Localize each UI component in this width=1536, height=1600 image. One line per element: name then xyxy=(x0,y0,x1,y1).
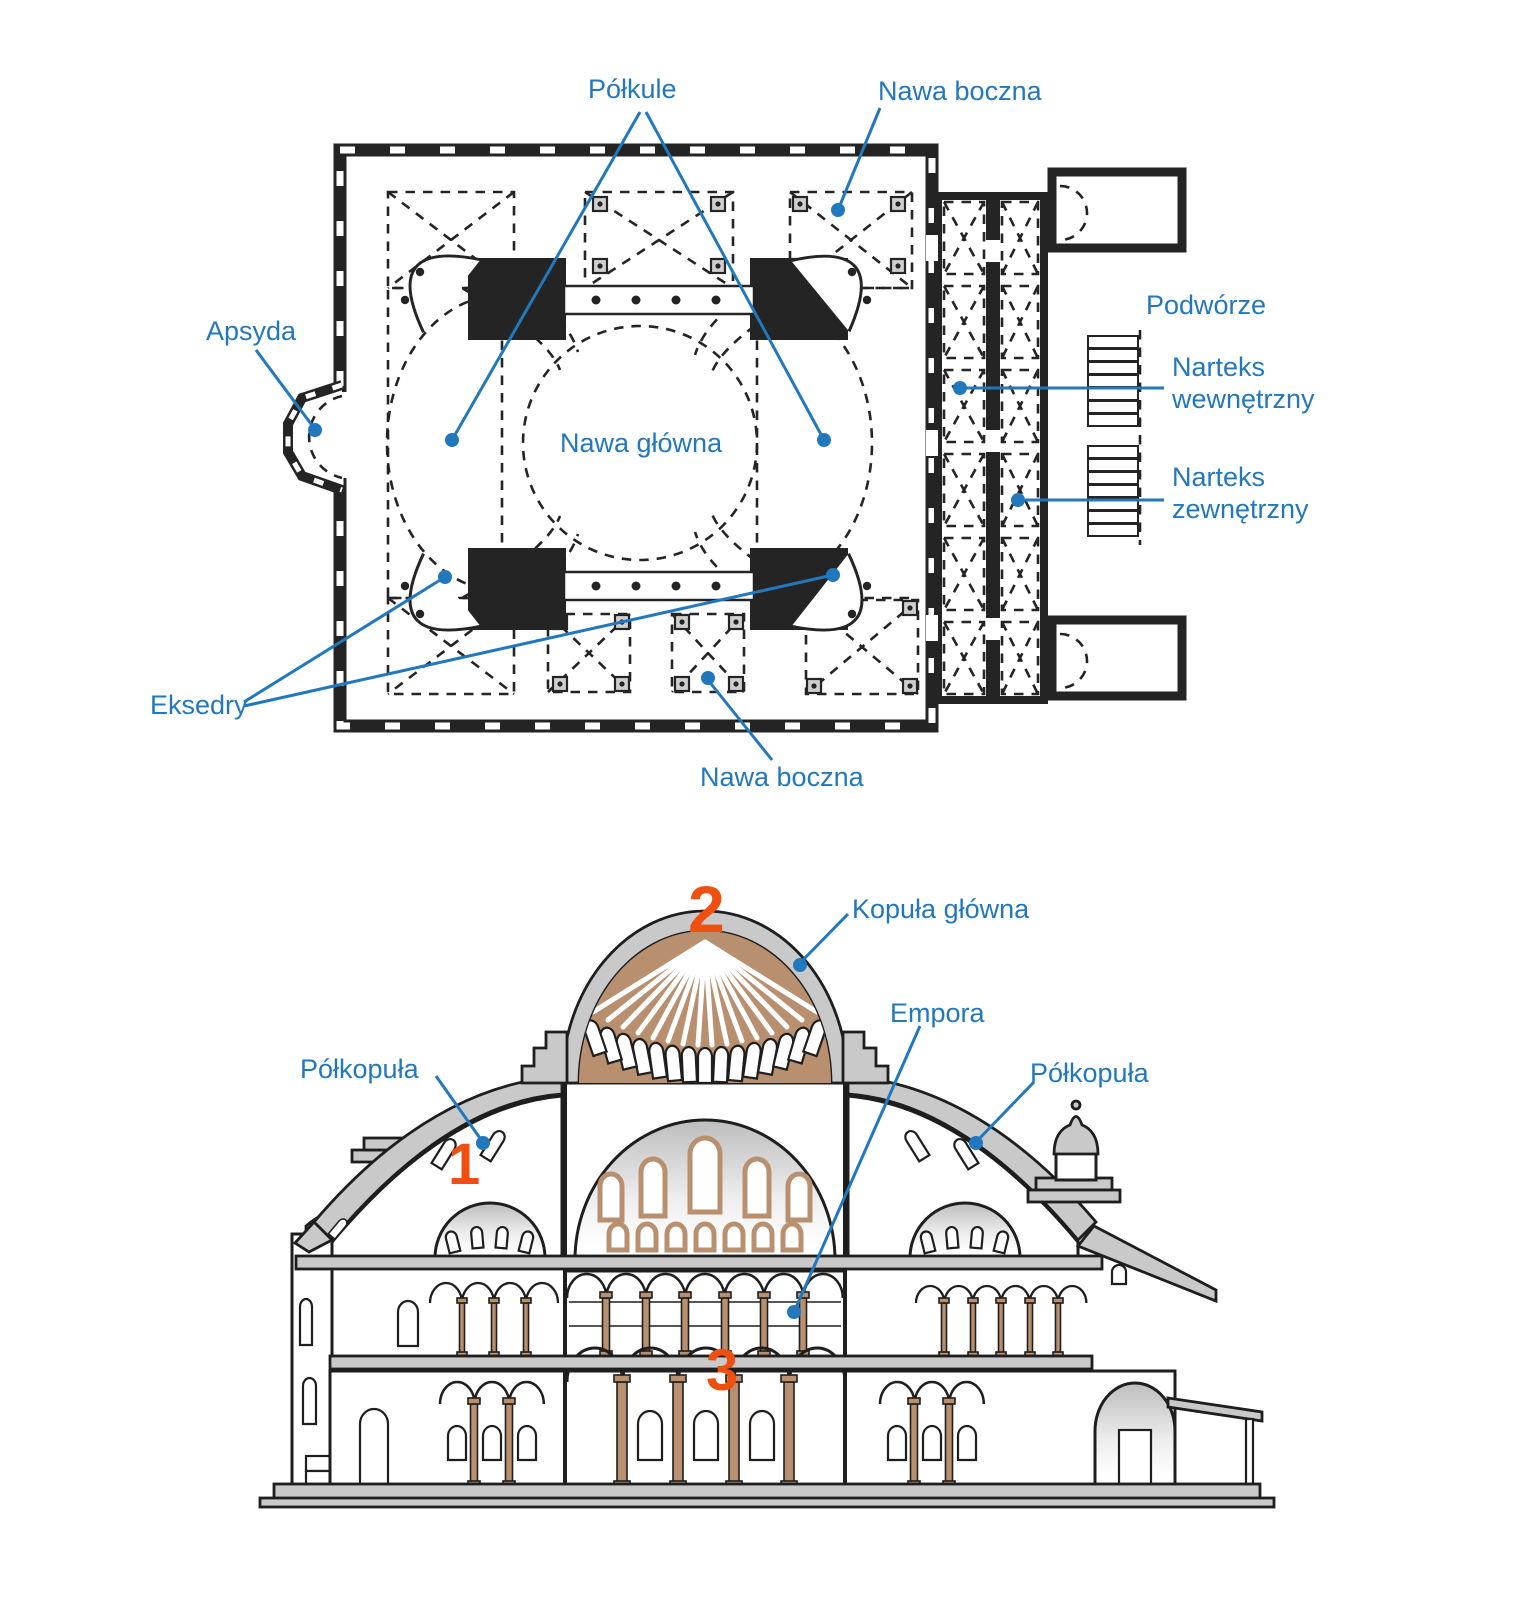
polkopula-left-leader xyxy=(434,1075,490,1150)
turret xyxy=(1052,1099,1100,1182)
label-narteks-zewnetrzny: Narteks zewnętrzny xyxy=(1172,462,1309,524)
gallery-storey xyxy=(396,1269,1088,1362)
exedra-arc xyxy=(791,553,864,632)
narteks-wewnetrzny-leader xyxy=(953,381,1164,395)
piers-and-exedrae xyxy=(400,254,872,632)
base-lip xyxy=(258,1496,1276,1509)
courtyard xyxy=(1047,167,1187,701)
porch-roof xyxy=(1166,1396,1264,1423)
outer-narthex xyxy=(926,192,1048,704)
left-outer-wall xyxy=(290,1232,334,1488)
gallery-floor-slab xyxy=(294,1254,1104,1271)
cross-section xyxy=(258,909,1276,1509)
exedra-arc xyxy=(408,254,481,333)
main-dome xyxy=(520,909,890,1085)
section-leaders xyxy=(434,912,1036,1319)
label-nawa-glowna: Nawa główna xyxy=(560,428,723,458)
apsyda-leader xyxy=(254,349,322,437)
label-eksedry: Eksedry xyxy=(150,690,248,720)
label-apsyda: Apsyda xyxy=(206,316,297,346)
dome-ribs xyxy=(590,939,820,1048)
nawa-boczna-top-leader xyxy=(831,107,882,217)
right-roof-slope xyxy=(1075,1224,1218,1304)
marker-3: 3 xyxy=(706,1338,739,1403)
label-kopula-glowna: Kopuła główna xyxy=(852,894,1030,924)
floor-plan xyxy=(243,107,1187,761)
inner-narthex xyxy=(934,192,994,704)
apse xyxy=(283,380,347,495)
ground-storey xyxy=(328,1346,1264,1488)
exedra-arc xyxy=(408,553,481,632)
polkule-dot-right xyxy=(817,433,831,447)
eksedry-leader xyxy=(243,568,840,708)
colonnades xyxy=(562,284,756,602)
label-nawa-boczna-bottom: Nawa boczna xyxy=(700,762,864,792)
left-semidome xyxy=(292,1074,564,1260)
label-podworze: Podwórze xyxy=(1146,290,1267,320)
empora-leader xyxy=(787,1025,922,1319)
plan-leaders xyxy=(243,107,1164,761)
marker-1: 1 xyxy=(448,1132,481,1197)
kopula-glowna-leader xyxy=(793,912,850,972)
label-nawa-boczna-top: Nawa boczna xyxy=(878,76,1042,106)
courtyard-stairs xyxy=(1087,330,1142,545)
label-empora: Empora xyxy=(890,998,985,1028)
label-narteks-wewnetrzny: Narteks wewnętrzny xyxy=(1172,352,1315,414)
nawa-boczna-bottom-leader xyxy=(701,671,774,761)
polkule-dot-left xyxy=(445,433,459,447)
dome-circle xyxy=(521,324,759,562)
tympanum xyxy=(563,1081,847,1262)
exedra-arc xyxy=(790,254,863,333)
right-semidome xyxy=(846,1074,1218,1304)
left-exedra-dome xyxy=(433,1201,547,1260)
narteks-zewnetrzny-leader xyxy=(1011,493,1164,507)
ground-ceiling-slab xyxy=(328,1354,1094,1371)
label-polkopula-left: Półkopuła xyxy=(300,1054,419,1084)
right-exedra-dome xyxy=(908,1201,1022,1260)
polkopula-right-leader xyxy=(969,1080,1036,1150)
marker-2: 2 xyxy=(688,872,725,946)
label-polkopula-right: Półkopuła xyxy=(1030,1058,1149,1088)
porch-post xyxy=(1244,1417,1255,1488)
label-polkule: Półkule xyxy=(588,74,677,104)
polkule-leader xyxy=(445,111,831,447)
